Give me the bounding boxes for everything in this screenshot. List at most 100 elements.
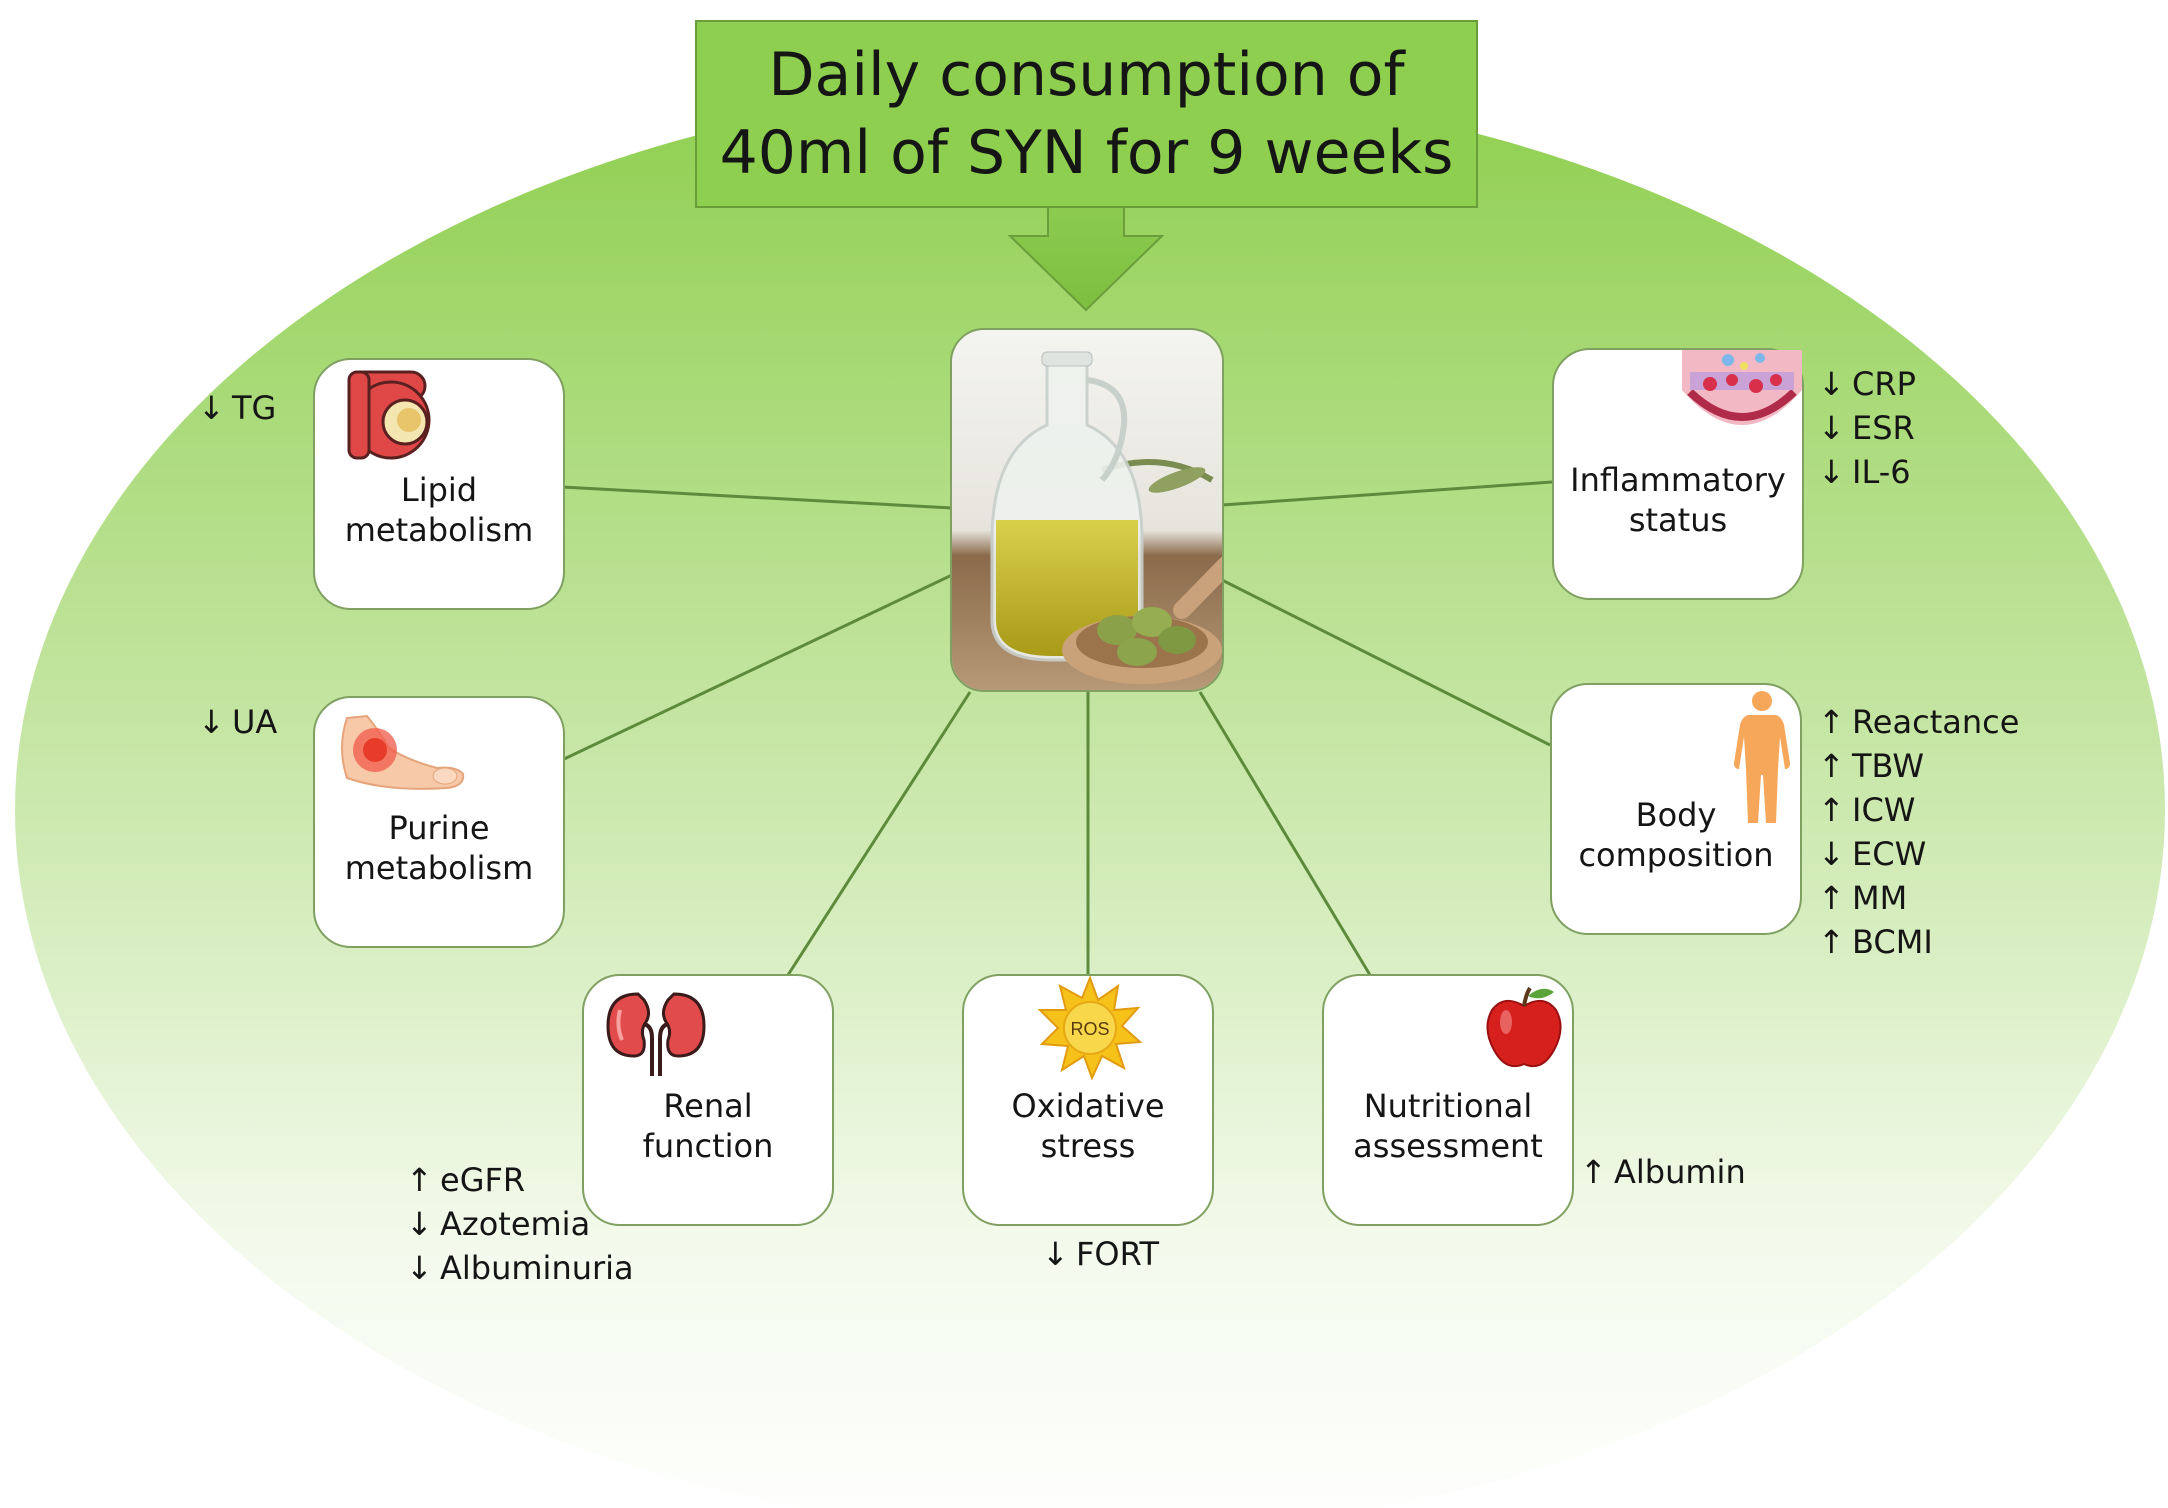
connector-inflammatory	[1221, 480, 1553, 507]
inflammatory-label-line-1: Inflammatory	[1570, 461, 1786, 499]
renal-function-label: Renal function	[584, 1086, 832, 1166]
marker-text: ESR	[1852, 409, 1915, 447]
marker-text: eGFR	[440, 1161, 526, 1199]
connector-renal	[786, 691, 972, 976]
title-line-1: Daily consumption of	[768, 40, 1405, 110]
renal-function-node: Renal function	[582, 974, 834, 1226]
up-arrow-icon: ↑	[1818, 703, 1845, 741]
marker-text: Azotemia	[440, 1205, 591, 1243]
lipid-label-line-1: Lipid	[400, 471, 478, 509]
body-composition-label: Body composition	[1552, 795, 1800, 875]
oxidative-stress-node: ROS Oxidative stress	[962, 974, 1214, 1226]
gout-foot-icon	[341, 714, 465, 790]
purine-markers: ↓UA	[198, 700, 277, 744]
marker-row: ↑eGFR	[406, 1158, 634, 1202]
down-arrow-icon: ↓	[406, 1205, 433, 1243]
lipid-metabolism-label: Lipid metabolism	[315, 470, 563, 550]
nutritional-assessment-node: Nutritional assessment	[1322, 974, 1574, 1226]
inflammatory-status-node: Inflammatory status	[1552, 348, 1804, 600]
renal-label-line-1: Renal	[663, 1087, 753, 1125]
down-arrow-icon: ↓	[1818, 453, 1845, 491]
marker-row: ↑ICW	[1818, 788, 2019, 832]
apple-icon	[1486, 986, 1562, 1068]
human-body-icon	[1734, 691, 1790, 823]
body-markers: ↑Reactance ↑TBW ↑ICW ↓ECW ↑MM ↑BCMI	[1818, 700, 2019, 964]
oxidative-markers: ↓FORT	[1042, 1232, 1159, 1276]
marker-text: ECW	[1852, 835, 1927, 873]
down-arrow-icon: ↓	[198, 703, 225, 741]
marker-row: ↓CRP	[1818, 362, 1916, 406]
body-label-line-2: composition	[1578, 836, 1774, 874]
purine-label-line-2: metabolism	[344, 849, 534, 887]
connector-purine	[561, 573, 953, 762]
connector-lipid	[561, 485, 953, 510]
lipid-metabolism-node: Lipid metabolism	[313, 358, 565, 610]
down-arrow-icon: ↓	[1818, 365, 1845, 403]
nutritional-assessment-label: Nutritional assessment	[1324, 1086, 1572, 1166]
purine-metabolism-label: Purine metabolism	[315, 808, 563, 888]
marker-text: MM	[1852, 879, 1908, 917]
marker-text: Albumin	[1614, 1153, 1746, 1191]
olive-oil-photo	[950, 328, 1224, 692]
marker-row: ↑Albumin	[1580, 1150, 1746, 1194]
marker-row: ↑MM	[1818, 876, 2019, 920]
marker-row: ↓Azotemia	[406, 1202, 634, 1246]
inflammatory-status-label: Inflammatory status	[1554, 460, 1802, 540]
marker-row: ↓ESR	[1818, 406, 1916, 450]
down-arrow-icon: ↓	[1818, 835, 1845, 873]
marker-text: TBW	[1852, 747, 1924, 785]
up-arrow-icon: ↑	[1818, 923, 1845, 961]
down-arrow-icon: ↓	[198, 389, 225, 427]
up-arrow-icon: ↑	[406, 1161, 433, 1199]
marker-row: ↓Albuminuria	[406, 1246, 634, 1290]
marker-row: ↑BCMI	[1818, 920, 2019, 964]
inflammatory-label-line-2: status	[1628, 501, 1728, 539]
renal-label-line-2: function	[642, 1127, 774, 1165]
marker-row: ↓TG	[198, 386, 276, 430]
marker-text: FORT	[1076, 1235, 1160, 1273]
marker-text: IL-6	[1852, 453, 1911, 491]
marker-text: BCMI	[1852, 923, 1933, 961]
nutritional-label-line-2: assessment	[1353, 1127, 1543, 1165]
up-arrow-icon: ↑	[1580, 1153, 1607, 1191]
lipid-markers: ↓TG	[198, 386, 276, 430]
marker-text: UA	[232, 703, 278, 741]
oxidative-label-line-1: Oxidative	[1011, 1087, 1165, 1125]
body-composition-node: Body composition	[1550, 683, 1802, 935]
marker-row: ↓ECW	[1818, 832, 2019, 876]
down-arrow-icon: ↓	[1042, 1235, 1069, 1273]
title-box: Daily consumption of 40ml of SYN for 9 w…	[695, 20, 1478, 208]
down-arrow-icon: ↓	[1818, 409, 1845, 447]
oxidative-label-line-2: stress	[1040, 1127, 1136, 1165]
up-arrow-icon: ↑	[1818, 747, 1845, 785]
connector-lines	[561, 480, 1553, 976]
marker-text: CRP	[1852, 365, 1916, 403]
lipid-label-line-2: metabolism	[344, 511, 534, 549]
nutritional-markers: ↑Albumin	[1580, 1150, 1746, 1194]
connector-body	[1221, 578, 1551, 747]
renal-markers: ↑eGFR ↓Azotemia ↓Albuminuria	[406, 1158, 634, 1290]
marker-text: ICW	[1852, 791, 1916, 829]
up-arrow-icon: ↑	[1818, 791, 1845, 829]
marker-row: ↑TBW	[1818, 744, 2019, 788]
title-line-2: 40ml of SYN for 9 weeks	[719, 118, 1454, 188]
marker-row: ↓FORT	[1042, 1232, 1159, 1276]
body-label-line-1: Body	[1635, 796, 1717, 834]
purine-label-line-1: Purine	[388, 809, 490, 847]
marker-text: Reactance	[1852, 703, 2020, 741]
kidneys-icon	[606, 992, 706, 1076]
connector-nutritional	[1198, 691, 1372, 976]
marker-text: TG	[232, 389, 277, 427]
marker-row: ↓UA	[198, 700, 277, 744]
nutritional-label-line-1: Nutritional	[1363, 1087, 1533, 1125]
oxidative-stress-label: Oxidative stress	[964, 1086, 1212, 1166]
artery-plaque-icon	[347, 370, 431, 460]
marker-text: Albuminuria	[440, 1249, 634, 1287]
purine-metabolism-node: Purine metabolism	[313, 696, 565, 948]
inflamed-vessel-icon	[1682, 350, 1802, 425]
down-arrow-icon: ↓	[406, 1249, 433, 1287]
ros-label: ROS	[1070, 1019, 1109, 1039]
down-arrow-icon	[1007, 205, 1165, 312]
marker-row: ↓IL-6	[1818, 450, 1916, 494]
